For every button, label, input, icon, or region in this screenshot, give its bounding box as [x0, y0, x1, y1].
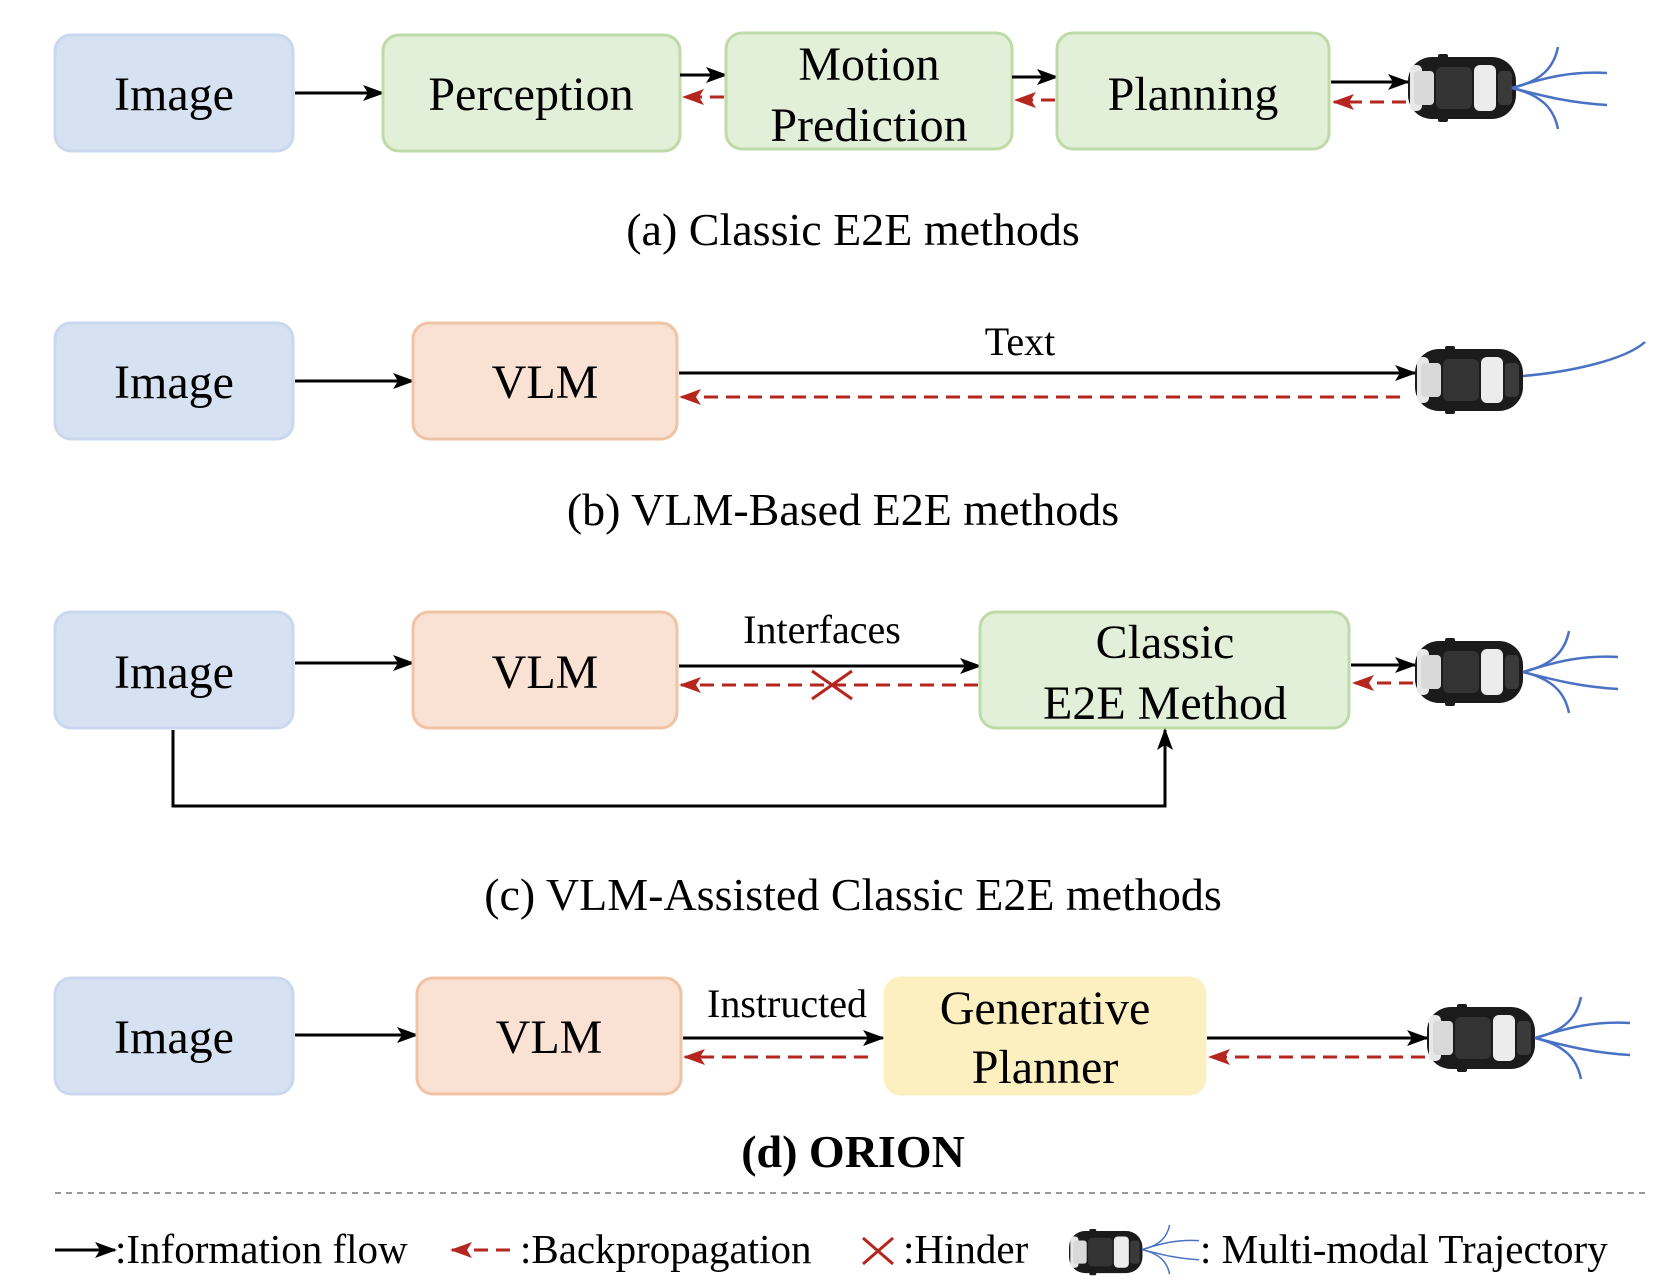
image-label-c: Image: [114, 646, 234, 699]
legend-trajectory-icon: [1141, 1224, 1200, 1275]
panel-d: Image VLM Instructed Generative Planner …: [53, 976, 1632, 1177]
image-box-d: [53, 976, 295, 1096]
planning-box: [1055, 31, 1331, 151]
trajectory-icon: [1522, 341, 1646, 378]
bypass-flow-arrow: [171, 728, 1173, 808]
generative-planner-box: [883, 976, 1207, 1096]
caption-a: (a) Classic E2E methods: [626, 204, 1080, 255]
image-box-b: [53, 321, 295, 441]
gen-label-line2: Planner: [972, 1041, 1119, 1094]
panel-c: Image VLM Interfaces Classic E2E Method …: [53, 607, 1620, 920]
perception-label: Perception: [428, 68, 633, 121]
hinder-x-icon: [862, 1236, 894, 1266]
instructed-label: Instructed: [707, 981, 867, 1026]
car-icon: [1415, 638, 1523, 706]
legend-info-flow: :Information flow: [115, 1226, 408, 1272]
vlm-box-d: [415, 976, 683, 1096]
trajectory-icon: [1521, 629, 1620, 715]
legend-car-icon: [1069, 1228, 1143, 1276]
panel-a: Image Perception Motion Prediction Plann…: [53, 31, 1609, 255]
text-interface-label: Text: [985, 319, 1056, 364]
legend-hinder: :Hinder: [903, 1226, 1029, 1272]
motion-prediction-box: [724, 31, 1014, 151]
car-icon: [1415, 346, 1523, 414]
legend: :Information flow :Backpropagation :Hind…: [55, 1224, 1608, 1276]
motion-label-line2: Prediction: [770, 99, 967, 152]
planning-label: Planning: [1108, 68, 1279, 121]
image-label-b: Image: [114, 356, 234, 409]
classic-label-line2: E2E Method: [1043, 677, 1287, 730]
car-icon: [1408, 54, 1516, 122]
perception-box: [381, 33, 682, 153]
image-label-d: Image: [114, 1011, 234, 1064]
caption-d: (d) ORION: [741, 1126, 965, 1177]
image-box-c: [53, 610, 295, 730]
trajectory-icon: [1510, 45, 1609, 131]
hinder-x-icon: [811, 669, 853, 701]
interfaces-label: Interfaces: [743, 607, 901, 652]
legend-trajectory: : Multi-modal Trajectory: [1200, 1226, 1608, 1272]
trajectory-icon: [1533, 995, 1632, 1081]
vlm-label-c: VLM: [492, 646, 599, 699]
motion-label-line1: Motion: [798, 38, 939, 91]
panel-b: Image VLM Text (b) VLM-Based E2E methods: [53, 319, 1646, 535]
vlm-label-d: VLM: [496, 1011, 603, 1064]
vlm-label-b: VLM: [492, 356, 599, 409]
image-box-a: [53, 33, 295, 153]
image-label-a: Image: [114, 68, 234, 121]
legend-backprop: :Backpropagation: [520, 1226, 811, 1272]
vlm-box-b: [411, 321, 679, 441]
car-icon: [1427, 1004, 1535, 1072]
vlm-box-c: [411, 610, 679, 730]
caption-c: (c) VLM-Assisted Classic E2E methods: [484, 869, 1222, 920]
gen-label-line1: Generative: [940, 982, 1151, 1035]
caption-b: (b) VLM-Based E2E methods: [567, 484, 1119, 535]
classic-label-line1: Classic: [1096, 616, 1235, 669]
